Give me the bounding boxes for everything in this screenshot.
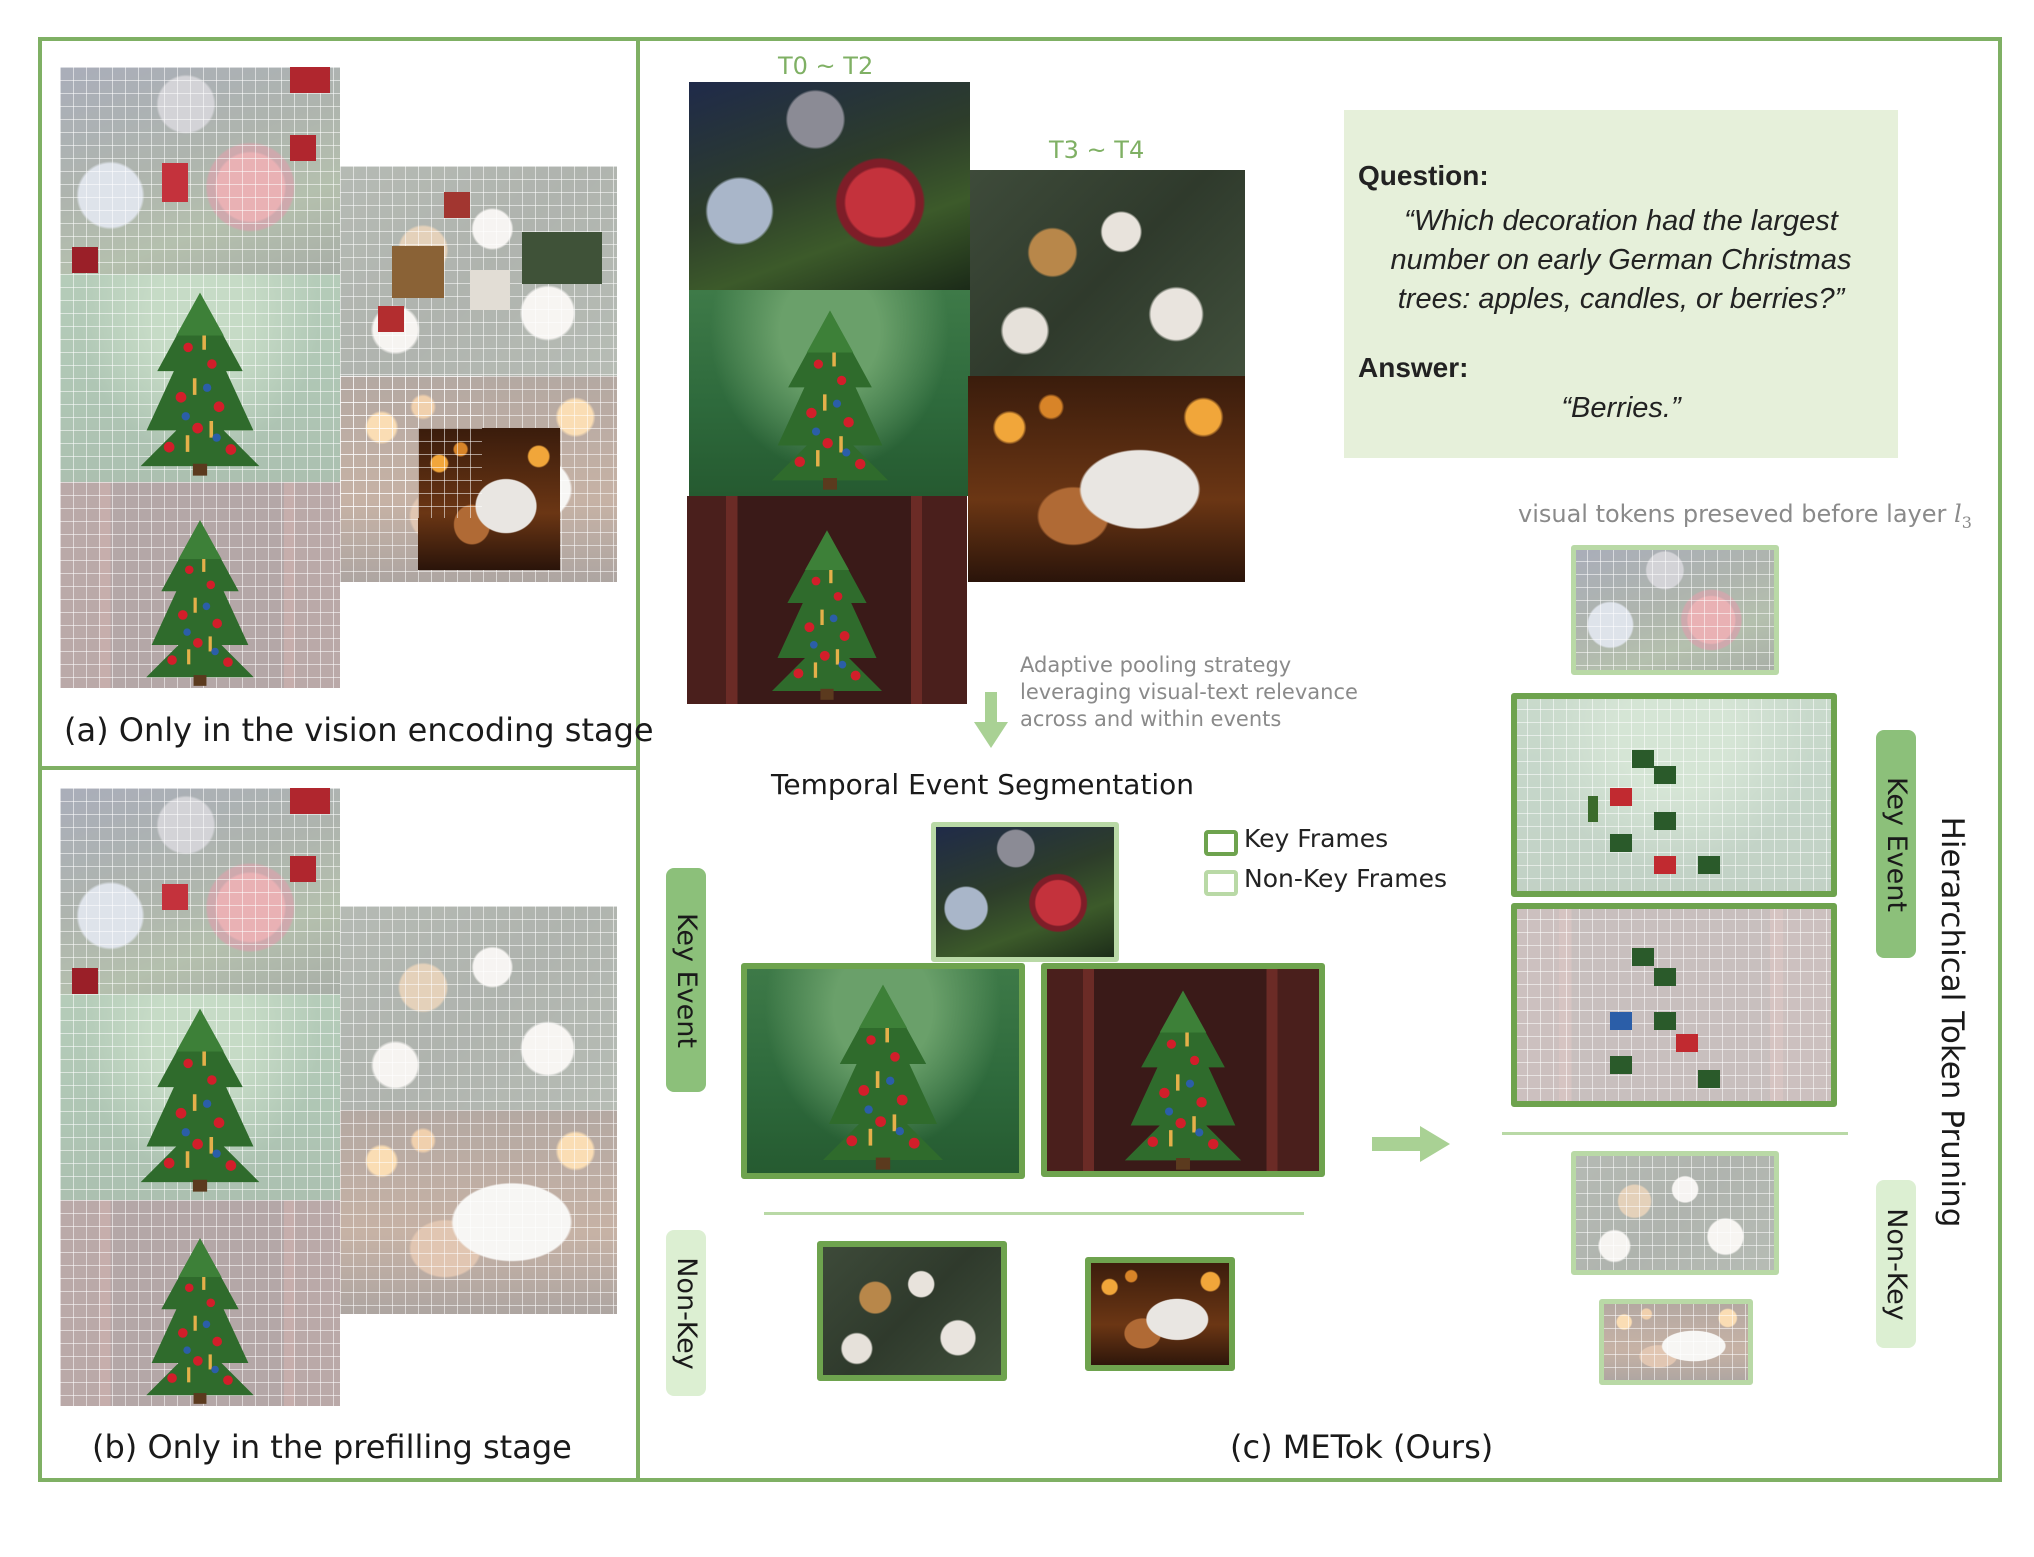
video-frame-t4-mug (968, 376, 1245, 582)
non-key-pill-right: Non-Key (1876, 1180, 1916, 1348)
panel-b-frame-mug (340, 1110, 617, 1314)
key-frame-forest (744, 966, 1022, 1176)
layer-subscript: 3 (1961, 512, 1972, 532)
panel-b-frame-table (340, 906, 617, 1110)
key-event-pill-right: Key Event (1876, 730, 1916, 958)
layer-symbol: l (1954, 500, 1962, 528)
video-frame-t3-table (970, 170, 1245, 376)
non-key-pill-middle-label: Non-Key (670, 1256, 702, 1370)
legend-key-label: Key Frames (1244, 824, 1389, 853)
panel-a-frame-forest (60, 274, 340, 482)
time-label-t0-t2: T0 ~ T2 (778, 52, 874, 80)
nonkey-frame-table (820, 1244, 1004, 1378)
legend-key-swatch (1204, 830, 1238, 856)
nonkey-frame-mug-border (1085, 1257, 1235, 1371)
pruned-frame-forest-border (1511, 693, 1837, 897)
key-frame-ornament-border (931, 822, 1119, 962)
nonkey-frame-table-border (817, 1241, 1007, 1381)
qa-box: Question: “Which decoration had the larg… (1344, 110, 1898, 458)
non-key-pill-middle: Non-Key (666, 1230, 706, 1396)
answer-label: Answer: (1358, 352, 1469, 383)
down-arrow (974, 692, 1008, 748)
answer-text: “Berries.” (1561, 392, 1681, 424)
key-frame-window-border (1041, 963, 1325, 1177)
right-arrow (1372, 1126, 1450, 1162)
segmentation-title: Temporal Event Segmentation (771, 768, 1195, 801)
panel-a-frame-ornament (60, 67, 340, 274)
key-frame-window (1044, 966, 1322, 1174)
video-frame-t1-forest (689, 290, 970, 496)
nonkey-frame-mug (1088, 1260, 1232, 1368)
legend-nonkey-swatch (1204, 870, 1238, 896)
pooling-note: Adaptive pooling strategy leveraging vis… (1020, 652, 1358, 733)
pooling-note-line-1: Adaptive pooling strategy (1020, 653, 1292, 677)
preserved-note-text: visual tokens preseved before layer (1518, 500, 1947, 528)
video-frame-t0-ornament (689, 82, 970, 290)
key-event-pill-middle: Key Event (666, 868, 706, 1092)
pruned-frame-ornament-border (1571, 545, 1779, 675)
panel-c-caption: (c) METok (Ours) (1230, 1428, 1494, 1466)
key-event-pill-middle-label: Key Event (670, 912, 702, 1048)
panel-b-caption: (b) Only in the prefilling stage (92, 1428, 572, 1466)
video-frame-t2-window (687, 496, 967, 704)
pooling-note-line-2: leveraging visual-text relevance (1020, 680, 1358, 704)
question-line-3: trees: apples, candles, or berries?” (1397, 283, 1845, 315)
key-event-pill-right-label: Key Event (1880, 776, 1912, 912)
panel-a-frame-mug (340, 376, 617, 582)
question-line-2: number on early German Christmas (1390, 244, 1852, 276)
key-frame-forest-border (741, 963, 1025, 1179)
divider-right (1502, 1132, 1848, 1135)
panel-a-caption: (a) Only in the vision encoding stage (64, 711, 654, 749)
question-line-1: “Which decoration had the largest (1404, 205, 1838, 237)
divider-middle (764, 1212, 1304, 1215)
panel-c-frame (636, 37, 2002, 1482)
panel-b-frame-window (60, 1200, 340, 1406)
legend-nonkey-label: Non-Key Frames (1244, 864, 1448, 893)
pruning-title: Hierarchical Token Pruning (1934, 816, 1970, 1228)
key-frame-ornament (933, 824, 1117, 960)
pruned-frame-mug-border (1599, 1299, 1753, 1385)
pruned-frame-window-border (1511, 903, 1837, 1107)
preserved-note: visual tokens preseved before layer l3 (1518, 500, 1972, 532)
non-key-pill-right-label: Non-Key (1880, 1207, 1912, 1321)
pruned-frame-table-border (1571, 1151, 1779, 1275)
panel-a-frame-window (60, 482, 340, 688)
panel-b-frame-forest (60, 994, 340, 1200)
time-label-t3-t4: T3 ~ T4 (1049, 136, 1145, 164)
panel-b-frame-ornament (60, 788, 340, 994)
panel-a-frame-table (340, 166, 617, 376)
question-label: Question: (1358, 160, 1489, 191)
pooling-note-line-3: across and within events (1020, 707, 1282, 731)
